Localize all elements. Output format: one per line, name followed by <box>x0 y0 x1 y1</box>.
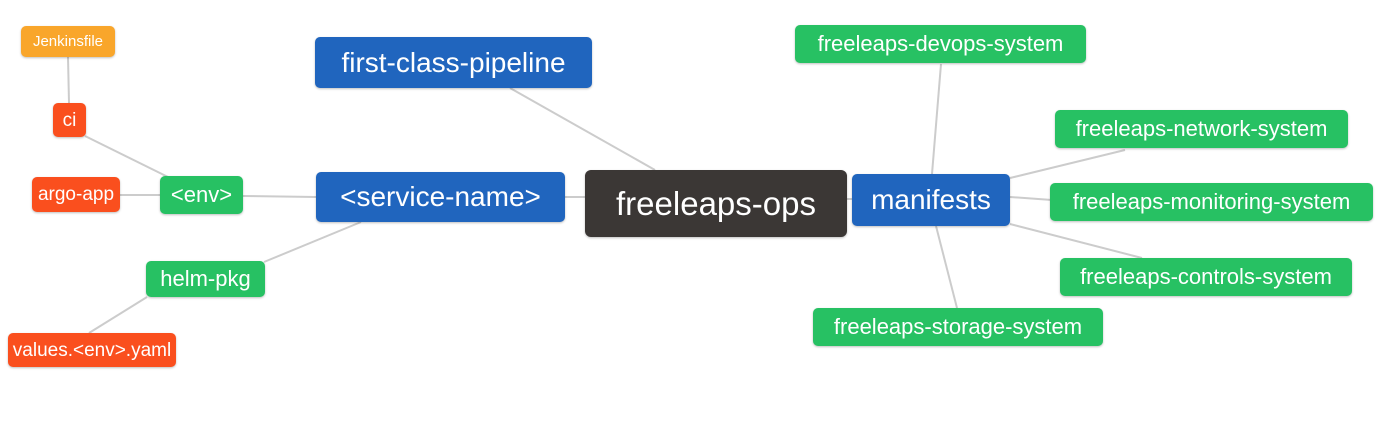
edge-jenkinsfile-ci <box>67 56 70 104</box>
node-devops-system[interactable]: freeleaps-devops-system <box>795 25 1086 63</box>
edge-manifests-storage <box>935 225 958 309</box>
node-freeleaps-ops[interactable]: freeleaps-ops <box>585 170 847 237</box>
node-jenkinsfile[interactable]: Jenkinsfile <box>21 26 115 57</box>
node-helm-pkg[interactable]: helm-pkg <box>146 261 265 297</box>
edge-pipeline-ops <box>509 87 656 171</box>
edge-helm-pkg-service-name <box>263 221 362 263</box>
edge-manifests-devops <box>931 63 942 175</box>
node-ci[interactable]: ci <box>53 103 86 137</box>
node-first-class-pipeline[interactable]: first-class-pipeline <box>315 37 592 88</box>
edge-ci-env <box>84 135 169 178</box>
node-env[interactable]: <env> <box>160 176 243 214</box>
edge-env-service-name <box>242 195 317 198</box>
node-network-system[interactable]: freeleaps-network-system <box>1055 110 1348 148</box>
edge-helm-pkg-values <box>88 296 148 334</box>
node-values-env-yaml[interactable]: values.<env>.yaml <box>8 333 176 367</box>
edge-manifests-monitoring <box>1009 196 1053 201</box>
edge-manifests-controls <box>1009 223 1143 259</box>
node-controls-system[interactable]: freeleaps-controls-system <box>1060 258 1352 296</box>
node-argo-app[interactable]: argo-app <box>32 177 120 212</box>
node-monitoring-system[interactable]: freeleaps-monitoring-system <box>1050 183 1373 221</box>
edge-manifests-network <box>1009 149 1126 179</box>
node-service-name[interactable]: <service-name> <box>316 172 565 222</box>
node-manifests[interactable]: manifests <box>852 174 1010 226</box>
node-storage-system[interactable]: freeleaps-storage-system <box>813 308 1103 346</box>
